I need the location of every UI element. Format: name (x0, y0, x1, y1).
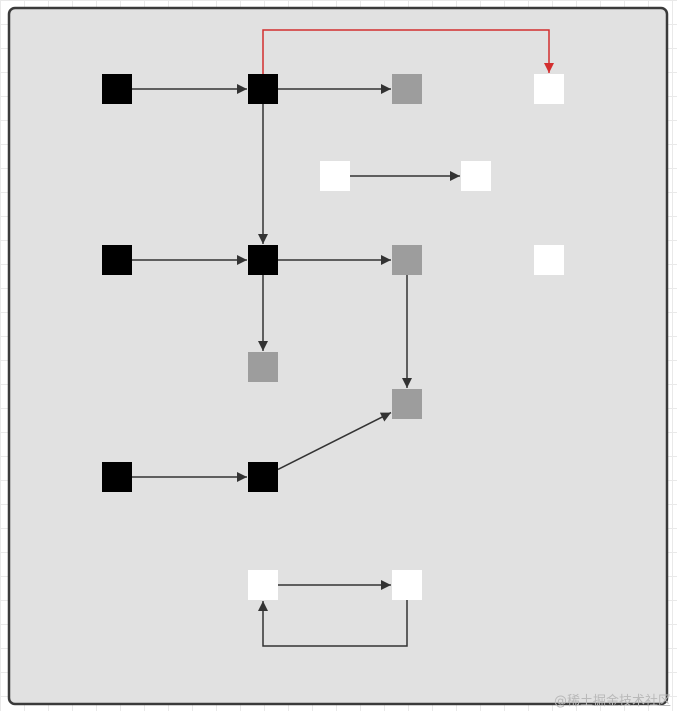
edges-layer (132, 29, 554, 647)
edge-g2-to-g1 (258, 600, 408, 647)
node-a3-gray (392, 74, 422, 104)
node-e1-gray (392, 389, 422, 419)
nodes-layer (102, 74, 564, 600)
node-c3-gray (392, 245, 422, 275)
edge-f2-to-e1 (277, 411, 392, 471)
watermark-text: @稀土掘金技术社区 (553, 694, 671, 709)
node-c4-white (534, 245, 564, 275)
node-f2-black (248, 462, 278, 492)
node-f1-black (102, 462, 132, 492)
edge-a2-to-a4 (262, 29, 554, 74)
node-b2-white (461, 161, 491, 191)
node-a4-white (534, 74, 564, 104)
node-c1-black (102, 245, 132, 275)
node-c2-black (248, 245, 278, 275)
node-g2-white (392, 570, 422, 600)
node-g1-white (248, 570, 278, 600)
node-a2-black (248, 74, 278, 104)
node-d1-gray (248, 352, 278, 382)
node-a1-black (102, 74, 132, 104)
node-b1-white (320, 161, 350, 191)
diagram-panel (7, 6, 669, 706)
